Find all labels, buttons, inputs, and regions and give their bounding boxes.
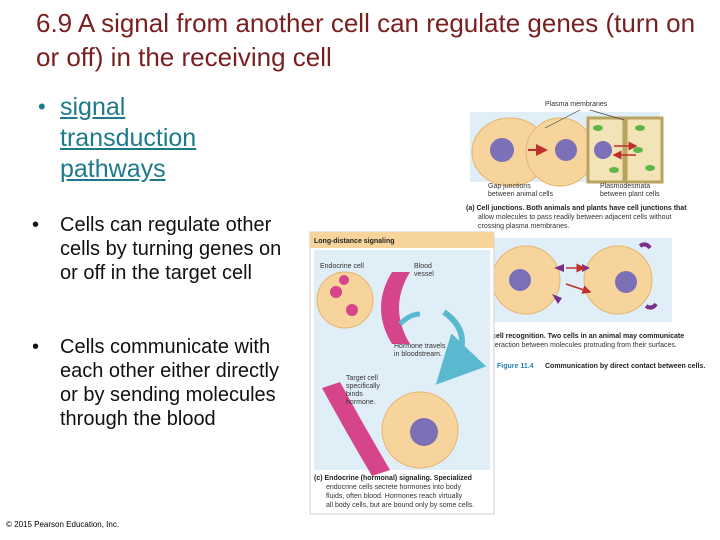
hormone-travel-arrow	[435, 309, 487, 385]
nucleus	[615, 271, 637, 293]
nucleus	[555, 139, 577, 161]
label-plasmodesmata-2: between plant cells	[600, 191, 660, 198]
surface-molecule	[638, 242, 652, 250]
caption-a-1: (a) Cell junctions. Both animals and pla…	[466, 205, 687, 212]
long-distance-label: Long-distance signaling	[314, 238, 395, 245]
nucleus	[490, 138, 514, 162]
surface-molecule	[644, 302, 658, 310]
caption-c-3: fluids, often blood. Hormones reach virt…	[326, 493, 463, 500]
panel-c-header	[310, 232, 494, 248]
figure-caption: Communication by direct contact between …	[545, 363, 705, 370]
caption-a-2: allow molecules to pass readily between …	[478, 214, 671, 221]
label-endocrine-cell: Endocrine cell	[320, 263, 364, 270]
caption-b-2: by interaction between molecules protrud…	[478, 342, 677, 349]
label-blood: Blood	[414, 263, 432, 270]
bullet-communicate-text: Cells communicate with each other either…	[60, 336, 280, 430]
caption-b-1: (b) Cell-cell recognition. Two cells in …	[466, 333, 684, 340]
bullet-regulate-text: Cells can regulate other cells by turnin…	[60, 214, 282, 284]
label-hormone-1: Hormone travels	[394, 343, 446, 350]
figure-number: Figure 11.4	[497, 363, 534, 370]
hormone-vesicle	[346, 304, 358, 316]
label-plasmodesmata: Plasmodesmata	[600, 183, 650, 190]
bullet-dot: •	[32, 214, 40, 236]
label-target-4: hormone.	[346, 399, 376, 406]
nucleus	[594, 141, 612, 159]
surface-molecule	[552, 294, 562, 304]
copyright: © 2015 Pearson Education, Inc.	[6, 520, 120, 529]
endocrine-cell	[316, 271, 374, 329]
nucleus	[509, 269, 531, 291]
hormone-travel-arrow-tail	[398, 311, 421, 326]
caption-c-1: (c) Endocrine (hormonal) signaling. Spec…	[314, 475, 472, 482]
hormone-vesicle	[330, 286, 342, 298]
chloroplast	[609, 167, 619, 173]
surface-molecule	[554, 264, 564, 272]
label-vessel: vessel	[414, 271, 434, 278]
label-target-3: binds	[346, 391, 363, 398]
label-hormone-2: in bloodstream.	[394, 351, 442, 358]
label-target-2: specifically	[346, 383, 380, 390]
bullet-dot: •	[32, 336, 40, 358]
caption-a-3: crossing plasma membranes.	[478, 223, 569, 230]
leader-line	[589, 109, 625, 121]
chloroplast	[633, 147, 643, 153]
caption-c-2: endocrine cells secrete hormones into bo…	[326, 484, 462, 491]
slide-title: 6.9 A signal from another cell can regul…	[36, 8, 696, 72]
leader-line	[544, 109, 581, 129]
caption-c-4: all body cells, but are bound only by so…	[326, 502, 474, 509]
bullet-signal-transduction-text: signal transduction pathways	[60, 93, 197, 183]
recognition-arrow	[565, 283, 592, 294]
chloroplast	[593, 125, 603, 131]
label-gap-junctions: Gap junctions	[488, 183, 531, 190]
label-target-1: Target cell	[346, 375, 378, 382]
nucleus	[410, 418, 438, 446]
label-plasma-membranes: Plasma membranes	[545, 101, 608, 108]
blood-vessel-upper	[381, 272, 410, 344]
blood-vessel-lower	[322, 382, 390, 476]
chloroplast	[645, 165, 655, 171]
label-gap-junctions-2: between animal cells	[488, 191, 553, 198]
hormone-vesicle	[339, 275, 349, 285]
bullet-dot: •	[38, 94, 46, 119]
chloroplast	[635, 125, 645, 131]
